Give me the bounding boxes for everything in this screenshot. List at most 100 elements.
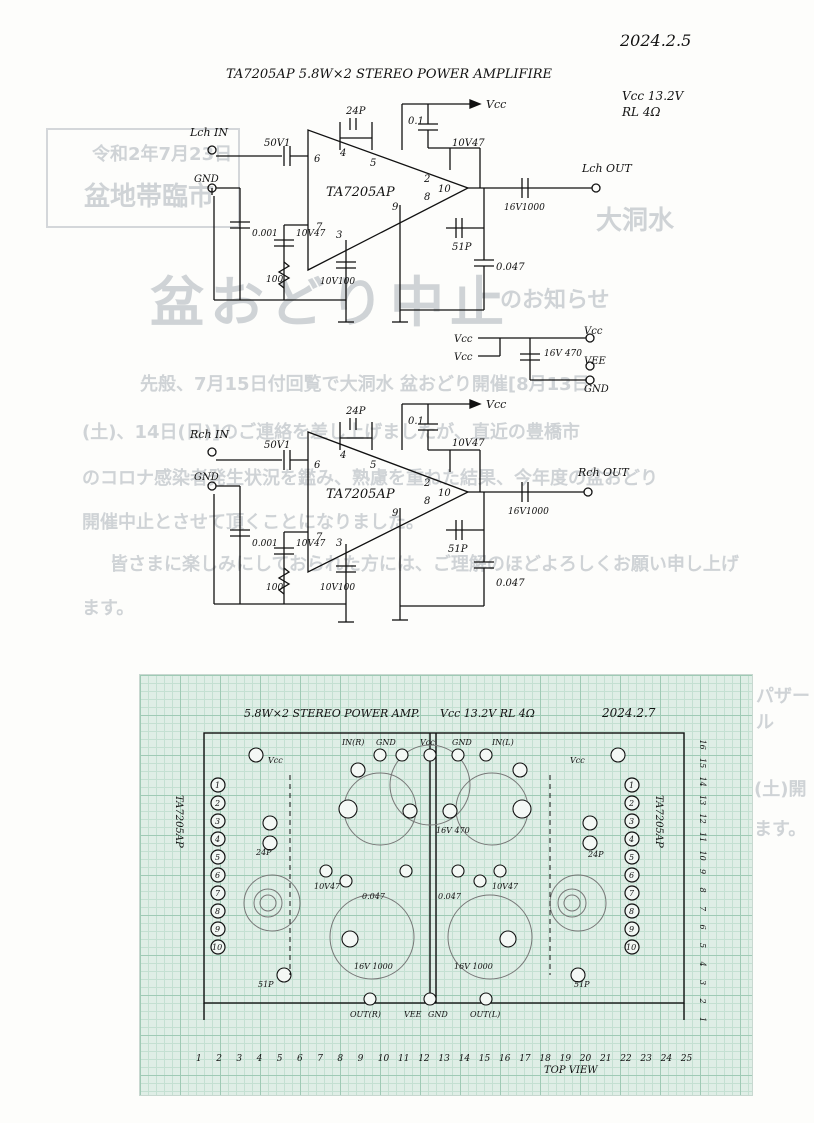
- layout-c1000-right: 16V 1000: [454, 962, 493, 971]
- grid-row-number: 15: [698, 758, 707, 768]
- notice-headline-small: のお知らせ: [500, 288, 610, 313]
- grid-column-number: 7: [317, 1054, 323, 1064]
- r-channel-labels: Rch IN GND TA7205AP Vcc Rch OUT 50V1 24P…: [189, 398, 630, 593]
- grid-row-number: 5: [698, 943, 707, 948]
- notice-line-4: 開催中止とさせて頂くことになりました。: [82, 512, 424, 533]
- grid-column-number: 14: [459, 1054, 471, 1064]
- r-in-label: Rch IN: [189, 428, 229, 441]
- layout-51p-left: 51P: [258, 980, 274, 989]
- ic-right-pins: [624, 777, 640, 955]
- r-pin-2: 2: [423, 478, 430, 489]
- stamp-box: [46, 128, 240, 228]
- grid-row-number: 7: [698, 906, 707, 912]
- ps-gnd: GND: [584, 384, 609, 395]
- layout-out-r: OUT(R): [350, 1010, 381, 1019]
- ic-right-pin-10: 10: [626, 943, 636, 952]
- grid-column-number: 25: [680, 1054, 693, 1064]
- grid-column-number: 12: [418, 1054, 430, 1064]
- r-c-in: 50V1: [264, 440, 290, 451]
- power-supply-labels: Vcc Vcc Vcc 16V 470 VEE GND: [454, 326, 609, 395]
- component-pads: [248, 747, 626, 1006]
- layout-24p-left: 24P: [255, 848, 272, 857]
- grid-column-number: 4: [256, 1054, 263, 1064]
- l-r-100: 100: [266, 275, 283, 285]
- stamp-date: 令和2年7月23日: [92, 144, 233, 165]
- grid-row-number: 6: [698, 925, 707, 930]
- r-c-10v47: 10V47: [452, 438, 485, 449]
- date-top: 2024.2.5: [619, 31, 691, 50]
- r-channel-circuit: [207, 399, 593, 623]
- l-in-label: Lch IN: [189, 126, 228, 139]
- l-pin-6: 6: [314, 154, 321, 165]
- layout-out-l: OUT(L): [470, 1010, 500, 1019]
- l-c-001: 0.001: [252, 229, 278, 239]
- grid-row-number: 14: [698, 777, 707, 787]
- ps-vcc-1: Vcc: [454, 334, 473, 345]
- l-pin-7: 7: [316, 222, 323, 233]
- grid-row-number: 16: [698, 740, 707, 750]
- ic-right-pin-4: 4: [628, 835, 634, 844]
- layout-vcc-right: Vcc: [570, 756, 585, 765]
- ps-cap: 16V 470: [544, 349, 582, 359]
- notice-line-1: 先般、7月15日付回覧で大洞水 盆おどり開催[8月13日: [140, 374, 590, 395]
- dashed-guides: [289, 775, 551, 975]
- ic-left-pin-3: 3: [215, 817, 220, 826]
- grid-column-number: 6: [297, 1054, 303, 1064]
- r-pin-7: 7: [316, 532, 323, 543]
- r-pin-10: 10: [438, 488, 451, 499]
- layout-in-l: IN(L): [491, 738, 514, 747]
- r-pin-3: 3: [336, 538, 342, 549]
- grid-column-number: 18: [539, 1054, 551, 1064]
- grid-row-number: 1: [698, 1017, 707, 1022]
- notice-line-5: 皆さまに楽しみにしておられた方には、ご理解のほどよろしくお願い申し上げ: [110, 554, 739, 575]
- r-out-label: Rch OUT: [577, 466, 630, 479]
- grid-row-number: 2: [698, 998, 707, 1004]
- notice-line-6: ます。: [82, 598, 135, 619]
- notice-box-title: パザール: [756, 686, 810, 733]
- heatsink-mounts: [253, 888, 587, 918]
- l-pin-10: 10: [438, 184, 451, 195]
- grid-column-number: 10: [378, 1054, 390, 1064]
- ic-right-label: TA7205AP: [653, 795, 664, 848]
- schematic-title: TA7205AP 5.8W×2 STEREO POWER AMPLIFIRE: [226, 67, 553, 82]
- ic-right-pin-8: 8: [629, 907, 634, 916]
- ic-left-pin-2: 2: [214, 799, 220, 808]
- layout-047-left: 0.047: [362, 892, 386, 901]
- ic-left-pin-6: 6: [215, 871, 220, 880]
- notice-org: 大洞水: [596, 206, 675, 236]
- notice-side-1: (土)開: [754, 779, 807, 800]
- notice-side-2: ます。: [754, 819, 807, 840]
- l-c-10v47: 10V47: [452, 138, 485, 149]
- l-channel-labels: Lch IN GND TA7205AP Vcc Lch OUT 50V1 24P…: [189, 98, 633, 287]
- grid-row-number: 4: [698, 961, 707, 967]
- layout-header-spec: Vcc 13.2V RL 4Ω: [440, 707, 535, 720]
- l-out-label: Lch OUT: [581, 162, 633, 175]
- layout-header: 5.8W×2 STEREO POWER AMP.: [244, 707, 420, 720]
- grid-column-number: 13: [438, 1054, 450, 1064]
- grid-row-number: 10: [698, 851, 707, 861]
- large-capacitors: [243, 744, 607, 980]
- r-c-51p: 51P: [448, 544, 468, 555]
- r-pin-9: 9: [392, 508, 399, 519]
- r-ic-triangle: [307, 431, 470, 574]
- grid-row-number: 13: [698, 795, 707, 805]
- l-pin-9: 9: [392, 202, 399, 213]
- r-c-047: 0.047: [496, 578, 525, 589]
- stamp-org: 盆地帯臨市: [84, 182, 215, 212]
- l-c-47: 10V47: [296, 229, 326, 239]
- grid-column-number: 8: [337, 1054, 343, 1064]
- ps-vcc-2: Vcc: [454, 352, 473, 363]
- grid-column-number: 15: [479, 1054, 491, 1064]
- ic-right-pin-9: 9: [629, 925, 634, 934]
- layout-gnd-left: GND: [376, 738, 396, 747]
- layout-vcc-left: Vcc: [268, 756, 283, 765]
- layout-vcc: Vcc: [420, 738, 435, 747]
- l-pin-3: 3: [336, 230, 342, 241]
- ic-right-pin-7: 7: [629, 889, 635, 898]
- grid-column-number: 17: [519, 1054, 531, 1064]
- spec-vcc: Vcc 13.2V: [622, 89, 685, 103]
- grid-column-number: 2: [215, 1054, 222, 1064]
- grid-column-number: 11: [398, 1054, 409, 1064]
- l-c-047: 0.047: [496, 262, 525, 273]
